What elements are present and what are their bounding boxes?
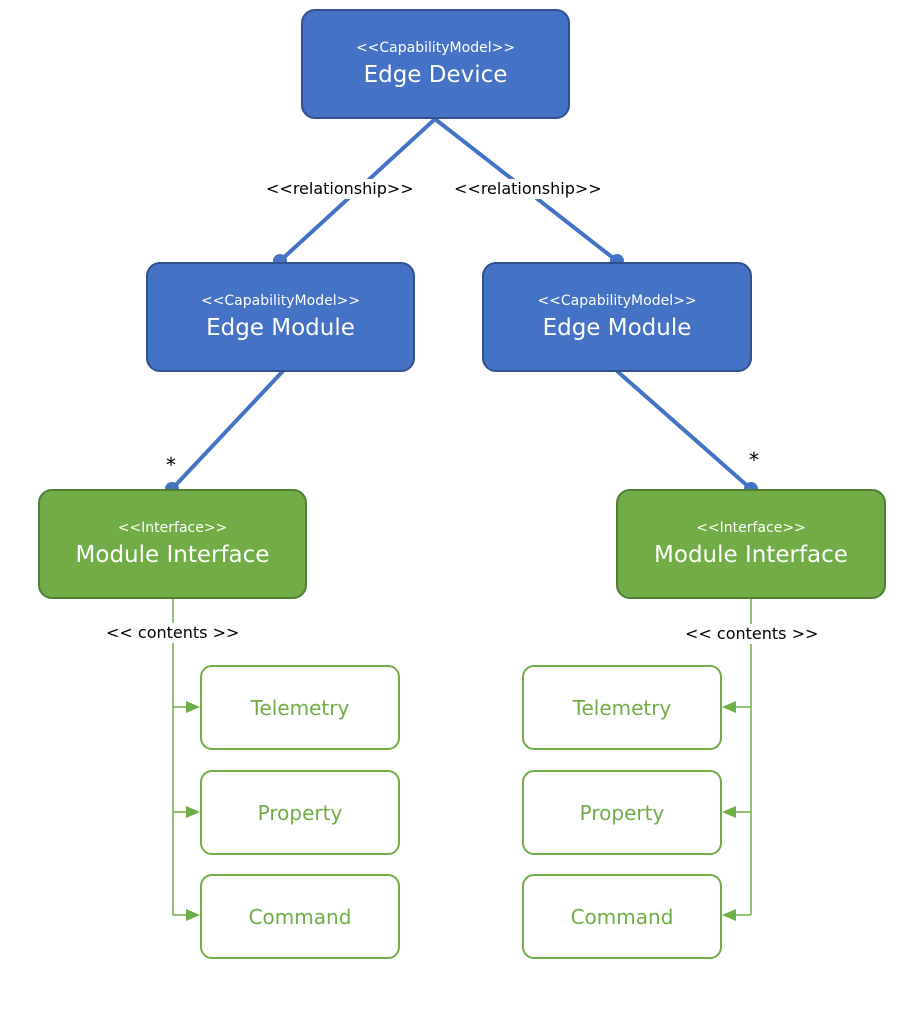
connector-left-module-to-interface <box>170 369 285 491</box>
multiplicity-label-right: * <box>749 448 759 472</box>
contents-label-right: << contents >> <box>683 624 821 644</box>
node-label: Telemetry <box>250 695 350 720</box>
node-label: Property <box>579 800 665 825</box>
edge-module-node-right: <<CapabilityModel>> Edge Module <box>482 262 752 372</box>
node-title: Module Interface <box>75 542 270 568</box>
edge-device-node: <<CapabilityModel>> Edge Device <box>301 9 570 119</box>
node-stereotype: <<Interface>> <box>696 520 806 536</box>
arrowhead-right <box>186 909 200 921</box>
node-stereotype: <<CapabilityModel>> <box>200 293 361 309</box>
multiplicity-label-left: * <box>166 453 176 477</box>
edge-module-node-left: <<CapabilityModel>> Edge Module <box>146 262 415 372</box>
node-stereotype: <<CapabilityModel>> <box>355 40 516 56</box>
connector-right-module-to-interface <box>615 369 753 491</box>
telemetry-node-left: Telemetry <box>200 665 400 750</box>
node-title: Edge Device <box>363 62 508 88</box>
node-title: Module Interface <box>654 542 848 568</box>
property-node-right: Property <box>522 770 722 855</box>
arrowhead-left <box>722 909 736 921</box>
node-label: Command <box>248 904 352 929</box>
command-node-left: Command <box>200 874 400 959</box>
property-node-left: Property <box>200 770 400 855</box>
relationship-label-right: <<relationship>> <box>452 179 604 199</box>
node-label: Command <box>570 904 674 929</box>
arrowhead-left <box>722 806 736 818</box>
relationship-label-left: <<relationship>> <box>264 179 416 199</box>
arrowhead-right <box>186 701 200 713</box>
module-interface-node-right: <<Interface>> Module Interface <box>616 489 886 599</box>
telemetry-node-right: Telemetry <box>522 665 722 750</box>
contents-label-left: << contents >> <box>104 623 242 643</box>
node-title: Edge Module <box>542 315 692 341</box>
node-label: Telemetry <box>572 695 672 720</box>
arrowhead-right <box>186 806 200 818</box>
node-stereotype: <<Interface>> <box>117 520 228 536</box>
command-node-right: Command <box>522 874 722 959</box>
node-label: Property <box>257 800 343 825</box>
node-title: Edge Module <box>206 315 355 341</box>
arrowhead-left <box>722 701 736 713</box>
module-interface-node-left: <<Interface>> Module Interface <box>38 489 307 599</box>
node-stereotype: <<CapabilityModel>> <box>537 293 697 309</box>
